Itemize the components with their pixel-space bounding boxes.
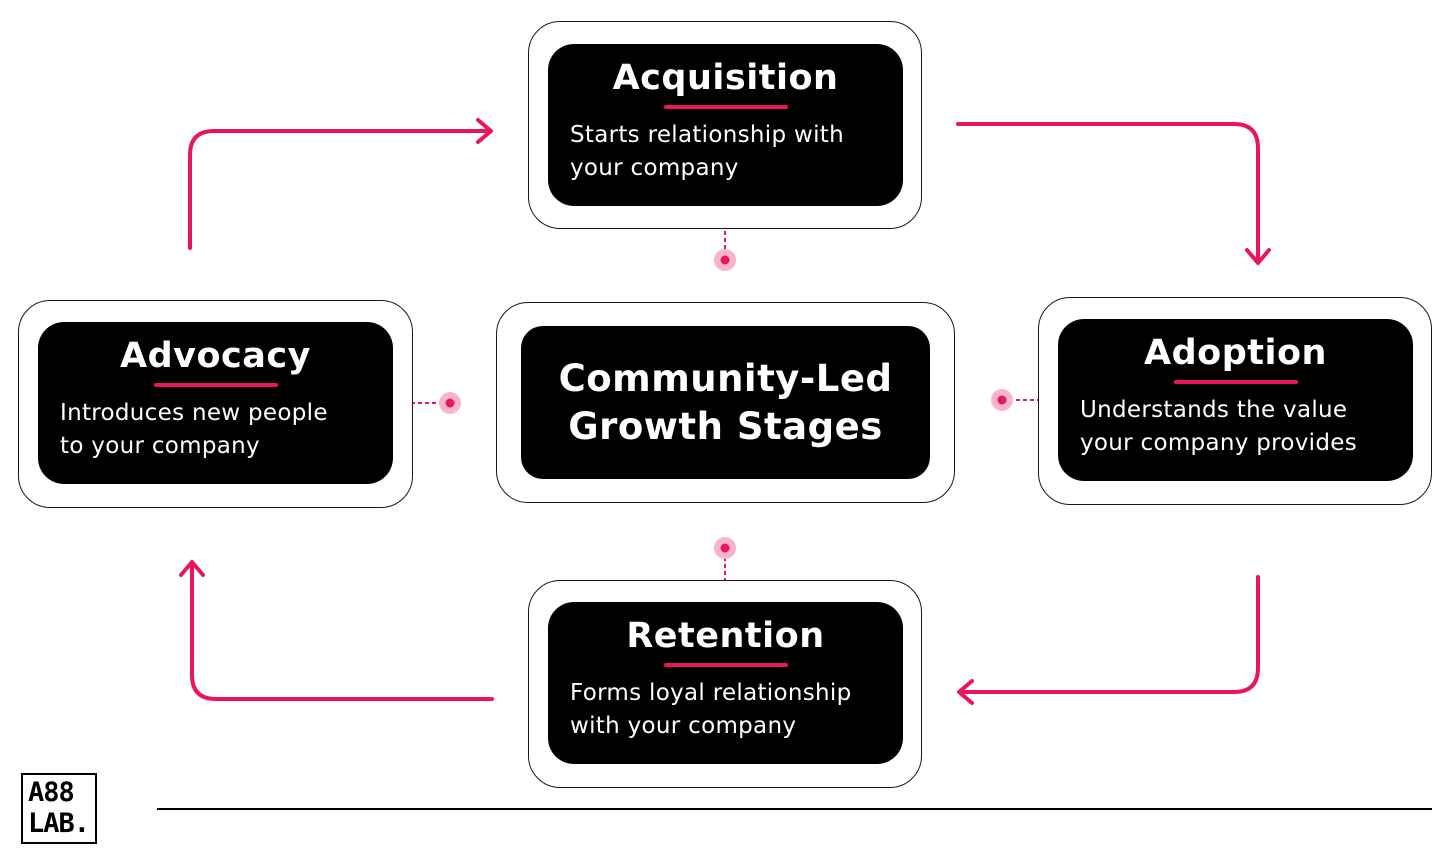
arrowhead-adoption-to-retention [957,679,974,705]
arrowhead-retention-to-advocacy [179,560,205,577]
arrow-retention-to-advocacy [190,561,494,701]
advocacy-card: Advocacy Introduces new people to your c… [38,322,393,484]
retention-title: Retention [626,616,825,656]
arrow-acquisition-to-adoption [956,122,1260,264]
adoption-title: Adoption [1144,333,1327,373]
adoption-underline [1173,380,1298,384]
advocacy-title: Advocacy [120,336,311,376]
arrowhead-advocacy-to-acquisition [476,118,493,144]
footer-divider [157,808,1432,810]
retention-description: Forms loyal relationship with your compa… [570,680,852,739]
retention-card: Retention Forms loyal relationship with … [548,602,903,764]
adoption-description: Understands the value your company provi… [1080,397,1357,456]
a88lab-logo: A88 LAB. [21,773,97,844]
retention-underline [663,663,788,667]
acquisition-description: Starts relationship with your company [570,122,844,181]
arrow-advocacy-to-acquisition [188,129,492,250]
acquisition-title: Acquisition [612,58,839,98]
acquisition-underline [663,105,788,109]
advocacy-description: Introduces new people to your company [60,400,328,459]
arrowhead-acquisition-to-adoption [1245,248,1271,265]
acquisition-card: Acquisition Starts relationship with you… [548,44,903,206]
center-title: Community-Led Growth Stages [558,356,893,448]
center-card: Community-Led Growth Stages [521,326,930,479]
advocacy-underline [153,383,278,387]
adoption-card: Adoption Understands the value your comp… [1058,319,1413,481]
arrow-adoption-to-retention [958,575,1260,694]
